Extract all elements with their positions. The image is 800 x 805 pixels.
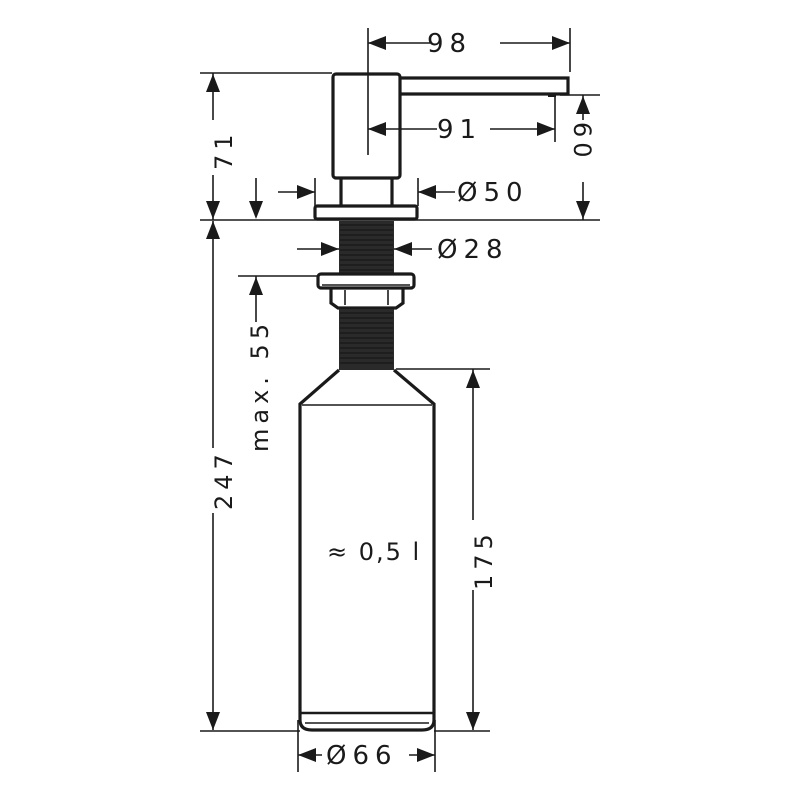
dim-175-label: 175 xyxy=(470,529,498,590)
dim-d28-label: Ø28 xyxy=(437,235,509,265)
bottle xyxy=(298,368,436,732)
dim-71 xyxy=(200,72,332,220)
volume-label: ≈ 0,5 l xyxy=(327,538,421,566)
dim-98 xyxy=(367,28,571,155)
dim-71-label: 71 xyxy=(210,129,238,170)
dim-d66 xyxy=(297,720,436,772)
dim-247-label: 247 xyxy=(210,449,238,510)
dim-98-label: 98 xyxy=(427,29,472,59)
dim-d50 xyxy=(278,178,455,206)
dim-max55 xyxy=(238,275,318,322)
dim-d50-label: Ø50 xyxy=(457,178,529,208)
dim-60-label: 60 xyxy=(568,122,596,163)
upper-thread xyxy=(339,221,394,273)
dim-247 xyxy=(206,221,220,730)
lower-thread xyxy=(339,309,394,370)
dim-60 xyxy=(560,94,600,220)
counter-arrow xyxy=(249,178,263,219)
dim-91-label: 91 xyxy=(437,115,482,145)
lock-nut xyxy=(316,272,416,310)
dim-175 xyxy=(396,368,490,730)
dim-91 xyxy=(368,95,556,142)
dim-d28 xyxy=(297,242,432,256)
dim-max55-label: max. 55 xyxy=(246,319,274,452)
pump-head xyxy=(313,72,570,221)
dim-d66-label: Ø66 xyxy=(326,741,398,771)
